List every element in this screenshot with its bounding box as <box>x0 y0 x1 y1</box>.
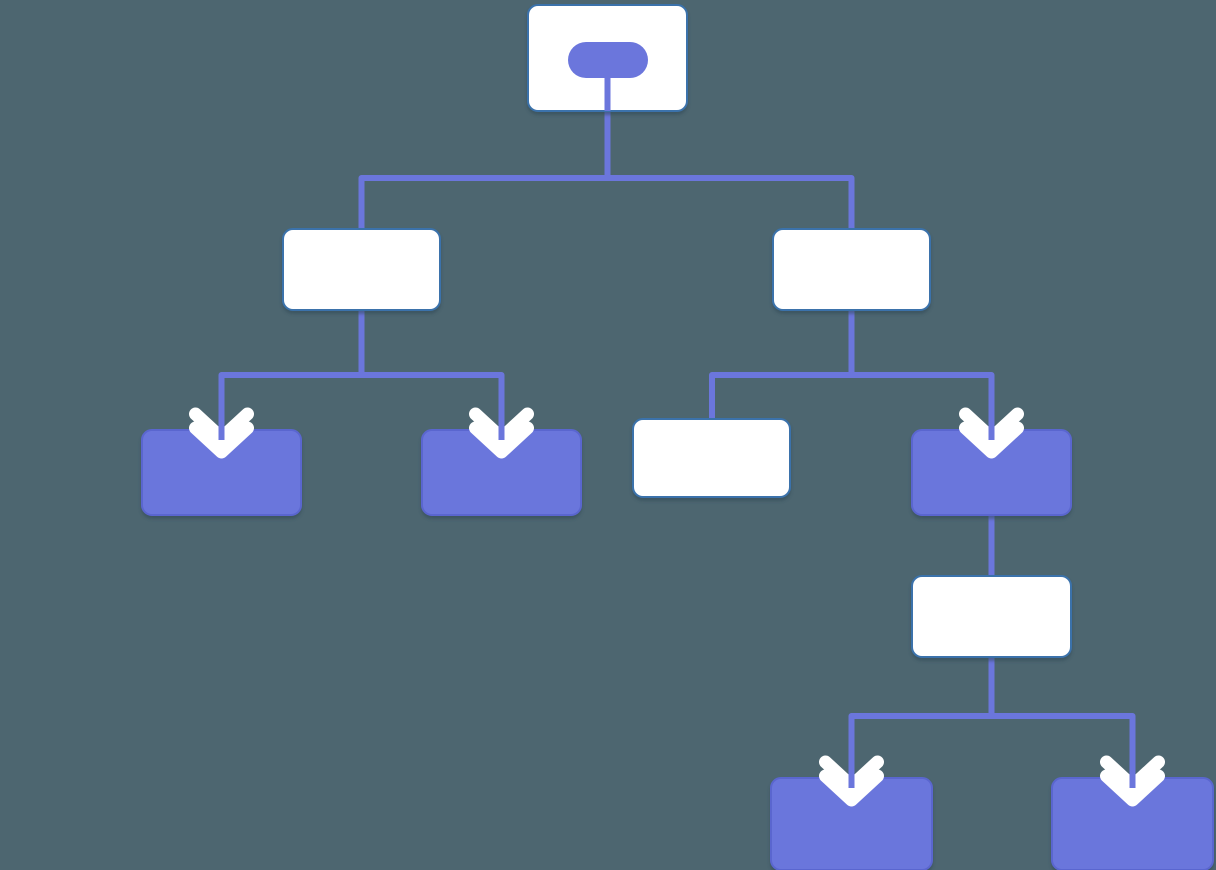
arrow-chevron-2 <box>189 421 254 459</box>
arrow-chevron-2 <box>1100 769 1165 807</box>
left-branch-node-box[interactable] <box>282 228 441 311</box>
mid-node-e[interactable] <box>911 575 1072 658</box>
mid-node-e-box[interactable] <box>911 575 1072 658</box>
right-branch-node-box[interactable] <box>772 228 931 311</box>
arrow-chevron-2 <box>959 421 1024 459</box>
arrow-chevron-2 <box>819 769 884 807</box>
arrow-marker-layer <box>189 76 1165 807</box>
plain-node-c[interactable] <box>632 418 791 498</box>
plain-node-c-box[interactable] <box>632 418 791 498</box>
edge-root-to-right <box>607 175 855 229</box>
root-node[interactable] <box>527 4 688 112</box>
arrow-chevron-2 <box>469 421 534 459</box>
node-layer <box>141 4 1214 870</box>
root-pill-badge <box>568 42 648 78</box>
right-branch-node[interactable] <box>772 228 931 311</box>
edge-right-to-plain-c <box>709 372 855 419</box>
left-branch-node[interactable] <box>282 228 441 311</box>
edge-root-to-left <box>358 175 608 229</box>
